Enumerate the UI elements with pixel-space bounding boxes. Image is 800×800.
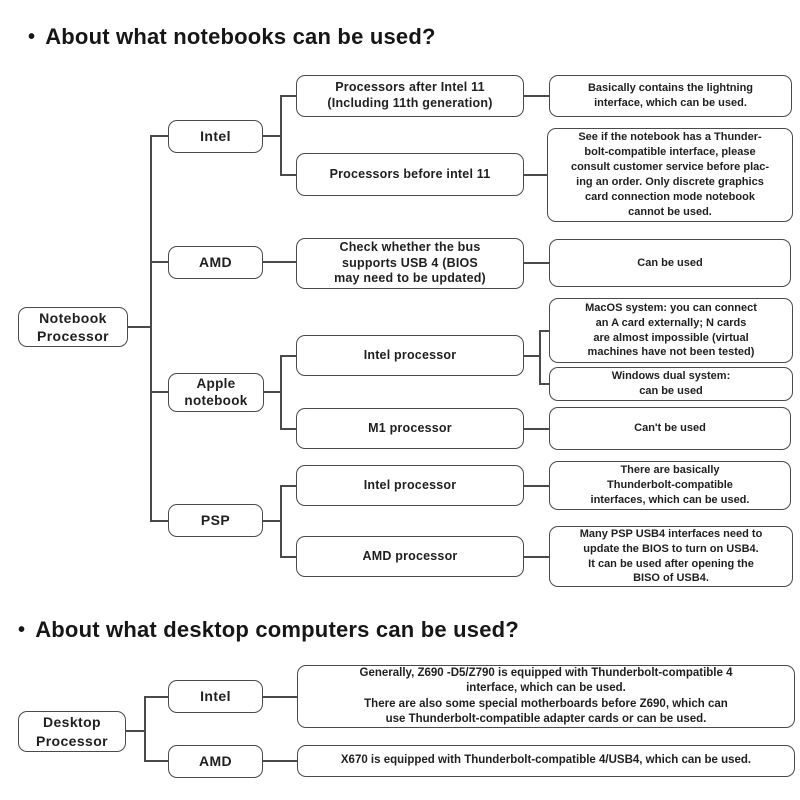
node-psp-amd-processor: AMD processor: [296, 536, 524, 577]
node-desktop-amd: AMD: [168, 745, 263, 778]
node-intel: Intel: [168, 120, 263, 153]
node-amd: AMD: [168, 246, 263, 279]
connector-line: [128, 326, 151, 328]
connector-line: [280, 95, 282, 176]
connector-line: [524, 95, 550, 97]
result-windows-dual-system: Windows dual system: can be used: [549, 367, 793, 401]
connector-line: [539, 330, 541, 385]
node-notebook-processor: Notebook Processor: [18, 307, 128, 347]
connector-line: [144, 696, 146, 762]
node-psp: PSP: [168, 504, 263, 537]
connector-line: [280, 485, 282, 558]
connector-line: [150, 391, 168, 393]
connector-line: [150, 520, 168, 522]
result-x670: X670 is equipped with Thunderbolt-compat…: [297, 745, 795, 777]
connector-line: [524, 485, 550, 487]
connector-line: [280, 355, 297, 357]
bullet-icon: •: [28, 26, 36, 48]
connector-line: [150, 261, 168, 263]
connector-line: [263, 520, 282, 522]
node-apple-intel-processor: Intel processor: [296, 335, 524, 376]
connector-line: [264, 391, 282, 393]
connector-line: [144, 760, 169, 762]
connector-line: [524, 355, 541, 357]
connector-line: [150, 135, 152, 522]
result-psp-usb4-bios: Many PSP USB4 interfaces need to update …: [549, 526, 793, 587]
connector-line: [280, 355, 282, 430]
result-thunderbolt-interfaces: There are basically Thunderbolt-compatib…: [549, 461, 791, 510]
node-desktop-intel: Intel: [168, 680, 263, 713]
connector-line: [524, 262, 550, 264]
connector-line: [263, 261, 297, 263]
connector-line: [280, 485, 297, 487]
result-cant-be-used: Can't be used: [549, 407, 791, 450]
desktop-section-title: • About what desktop computers can be us…: [18, 617, 519, 643]
result-z690-z790: Generally, Z690 -D5/Z790 is equipped wit…: [297, 665, 795, 728]
node-processors-before-intel-11: Processors before intel 11: [296, 153, 524, 196]
connector-line: [539, 383, 550, 385]
connector-line: [126, 730, 145, 732]
connector-line: [524, 174, 548, 176]
node-processors-after-intel-11: Processors after Intel 11 (Including 11t…: [296, 75, 524, 117]
connector-line: [263, 760, 298, 762]
connector-line: [144, 696, 169, 698]
notebook-section-title: • About what notebooks can be used?: [28, 24, 436, 50]
node-psp-intel-processor: Intel processor: [296, 465, 524, 506]
desktop-title-text: About what desktop computers can be used…: [35, 617, 519, 642]
notebook-title-text: About what notebooks can be used?: [45, 24, 436, 49]
result-lightning-interface: Basically contains the lightning interfa…: [549, 75, 792, 117]
node-apple-notebook: Apple notebook: [168, 373, 264, 412]
node-apple-m1-processor: M1 processor: [296, 408, 524, 449]
connector-line: [524, 428, 550, 430]
connector-line: [280, 174, 297, 176]
connector-line: [280, 95, 297, 97]
result-macos-system: MacOS system: you can connect an A card …: [549, 298, 793, 363]
node-amd-check-usb4: Check whether the bus supports USB 4 (BI…: [296, 238, 524, 289]
connector-line: [539, 330, 550, 332]
connector-line: [263, 135, 282, 137]
connector-line: [150, 135, 168, 137]
node-desktop-processor: Desktop Processor: [18, 711, 126, 752]
connector-line: [263, 696, 298, 698]
connector-line: [280, 556, 297, 558]
bullet-icon: •: [18, 619, 26, 641]
result-can-be-used: Can be used: [549, 239, 791, 287]
connector-line: [524, 556, 550, 558]
connector-line: [280, 428, 297, 430]
result-check-thunderbolt: See if the notebook has a Thunder- bolt-…: [547, 128, 793, 222]
